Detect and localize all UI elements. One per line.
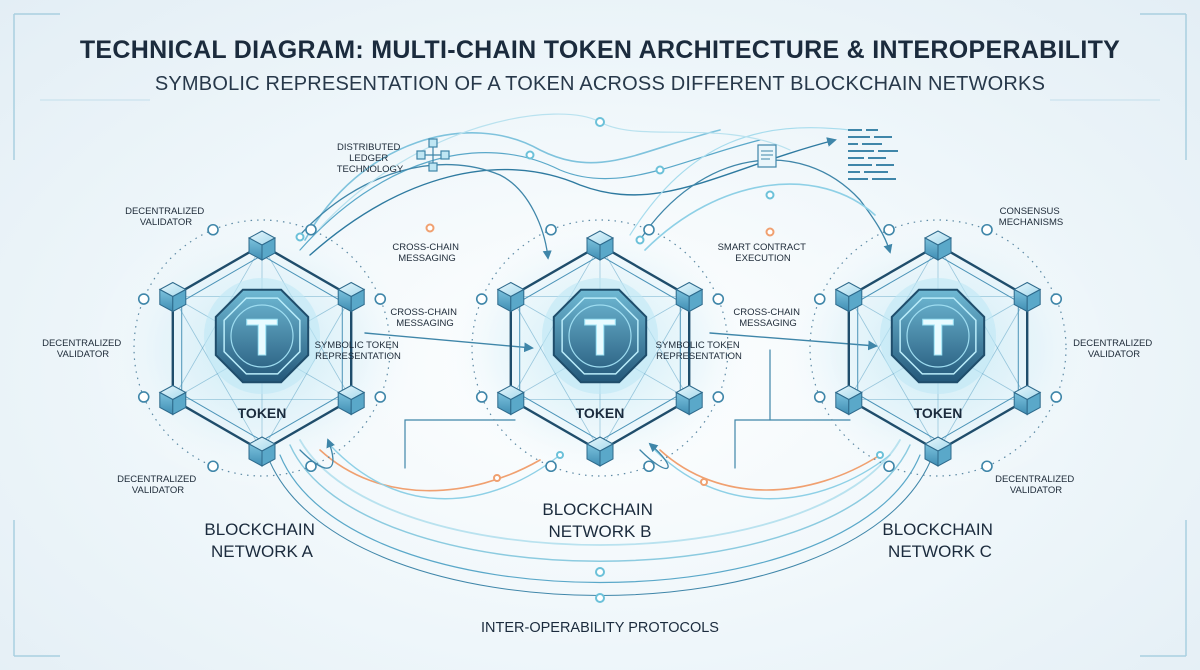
connection-dots	[295, 117, 884, 603]
cube-node-icon	[158, 281, 187, 313]
page-title: TECHNICAL DIAGRAM: MULTI-CHAIN TOKEN ARC…	[80, 36, 1120, 64]
validator-node-icon	[137, 293, 150, 305]
label-cross-chain-top: CROSS-CHAIN MESSAGING	[392, 242, 461, 264]
validator-node-icon	[1050, 391, 1063, 403]
validator-node-icon	[545, 460, 557, 473]
token-coin-icon: T	[204, 278, 320, 394]
frame-decoration	[13, 13, 1187, 657]
validator-node-icon	[712, 293, 725, 305]
validator-node-icon	[374, 293, 387, 305]
code-lines-icon	[848, 129, 898, 180]
validator-node-icon	[545, 223, 557, 236]
label-validator-a-bottom: DECENTRALIZED VALIDATOR	[117, 474, 199, 496]
label-consensus: CONSENSUS MECHANISMS	[999, 206, 1063, 228]
cube-node-icon	[337, 281, 366, 313]
validator-node-icon	[883, 460, 895, 473]
cube-node-icon	[675, 384, 704, 416]
cube-node-icon	[675, 281, 704, 313]
cube-node-icon	[585, 436, 615, 467]
label-distributed-ledger: DISTRIBUTED LEDGER TECHNOLOGY	[337, 142, 404, 175]
token-symbol: T	[584, 309, 616, 367]
validator-node-icon	[374, 391, 387, 403]
document-icon	[757, 144, 777, 168]
network-b-name: BLOCKCHAIN NETWORK B	[542, 500, 657, 541]
cube-node-icon	[158, 384, 187, 416]
validator-node-icon	[137, 391, 150, 403]
cube-node-icon	[496, 384, 525, 416]
cube-node-icon	[1013, 384, 1042, 416]
cube-node-icon	[247, 230, 277, 261]
validator-node-icon	[981, 223, 993, 236]
token-symbol: T	[246, 309, 278, 367]
cube-node-icon	[496, 281, 525, 313]
validator-orbit	[809, 219, 1067, 477]
blockchain-network-c: T TOKEN	[809, 219, 1067, 477]
page-subtitle: SYMBOLIC REPRESENTATION OF A TOKEN ACROS…	[155, 73, 1045, 95]
token-symbol: T	[922, 309, 954, 367]
cube-node-icon	[247, 436, 277, 467]
token-label: TOKEN	[576, 405, 625, 421]
validator-node-icon	[305, 460, 317, 473]
validator-node-icon	[712, 391, 725, 403]
network-a-name: BLOCKCHAIN NETWORK A	[204, 520, 319, 561]
cube-node-icon	[923, 230, 953, 261]
validator-node-icon	[813, 391, 826, 403]
blockchain-network-a: T TOKEN	[133, 219, 391, 477]
label-validator-c-right: DECENTRALIZED VALIDATOR	[1073, 338, 1155, 360]
validator-node-icon	[475, 293, 488, 305]
validator-node-icon	[813, 293, 826, 305]
label-symbolic-bc: SYMBOLIC TOKEN REPRESENTATION	[656, 340, 743, 362]
cube-node-icon	[923, 436, 953, 467]
validator-node-icon	[305, 223, 317, 236]
cube-node-icon	[834, 281, 863, 313]
validator-node-icon	[1050, 293, 1063, 305]
interoperability-protocols-label: INTER-OPERABILITY PROTOCOLS	[481, 620, 719, 636]
label-symbolic-ab: SYMBOLIC TOKEN REPRESENTATION	[315, 340, 402, 362]
label-cross-chain-bc: CROSS-CHAIN MESSAGING	[733, 307, 802, 329]
validator-node-icon	[981, 460, 993, 473]
label-validator-a-top: DECENTRALIZED VALIDATOR	[125, 206, 207, 228]
annotation-labels: DECENTRALIZED VALIDATOR DECENTRALIZED VA…	[42, 142, 1155, 496]
blockchain-network-b: T TOKEN	[471, 219, 729, 477]
cube-node-icon	[1013, 281, 1042, 313]
token-label: TOKEN	[914, 405, 963, 421]
network-c-name: BLOCKCHAIN NETWORK C	[882, 520, 997, 561]
label-validator-c-bottom: DECENTRALIZED VALIDATOR	[995, 474, 1077, 496]
token-coin-icon: T	[542, 278, 658, 394]
validator-node-icon	[643, 223, 655, 236]
token-label: TOKEN	[238, 405, 287, 421]
cube-node-icon	[337, 384, 366, 416]
validator-orbit	[133, 219, 391, 477]
label-validator-a-left: DECENTRALIZED VALIDATOR	[42, 338, 124, 360]
network-nodes-icon	[416, 138, 450, 172]
validator-orbit	[471, 219, 729, 477]
validator-node-icon	[643, 460, 655, 473]
label-smart-contract: SMART CONTRACT EXECUTION	[718, 242, 809, 264]
token-coin-icon: T	[880, 278, 996, 394]
cube-node-icon	[834, 384, 863, 416]
validator-node-icon	[207, 223, 219, 236]
validator-node-icon	[883, 223, 895, 236]
validator-node-icon	[207, 460, 219, 473]
upper-flow-lines	[299, 113, 893, 260]
cube-node-icon	[585, 230, 615, 261]
label-cross-chain-ab: CROSS-CHAIN MESSAGING	[390, 307, 459, 329]
validator-node-icon	[475, 391, 488, 403]
